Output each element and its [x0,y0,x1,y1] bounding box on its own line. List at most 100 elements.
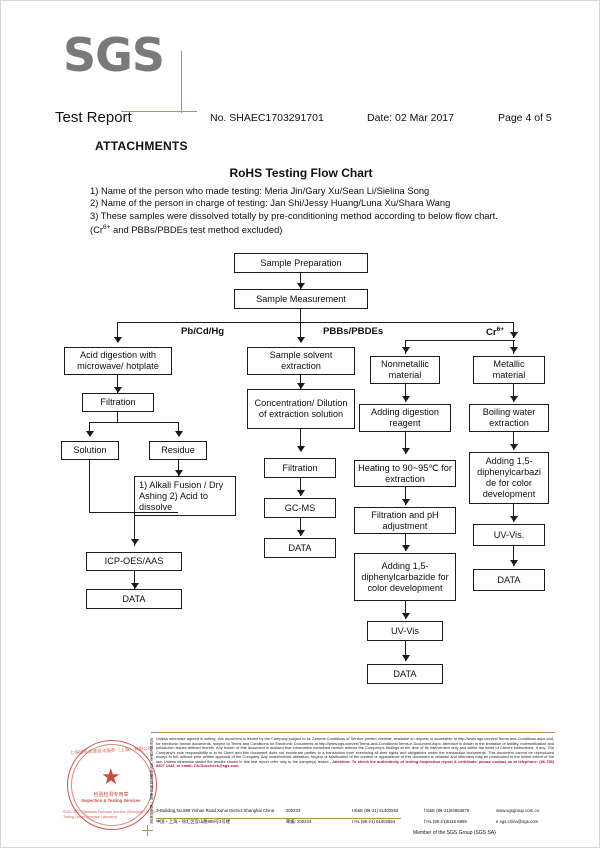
address-cn: 中国・上海・徐汇区宜山路889号3号楼 [156,819,231,824]
node-heating: Heating to 90~95℃ for extraction [354,460,456,487]
connector [117,412,119,423]
node-icp-oes-aas: ICP-OES/AAS [86,552,182,571]
address-block: 3ⁿBuilding,No.889 Yishan Road,Xuhui Dist… [156,807,556,829]
arrow [131,583,139,589]
node-adding-dpc-2: Adding 1,5-diphenylcarbazi de for color … [469,452,549,504]
connector [300,309,302,323]
node-sample-measurement: Sample Measurement [234,289,368,309]
connector [178,422,180,436]
logo-horizontal-rule [121,111,197,112]
connector [300,518,302,536]
connector [405,534,407,551]
report-header-row: Test Report No. SHAEC1703291701 Date: 02… [55,109,555,129]
arrow [510,444,518,450]
arrow [402,396,410,402]
sgs-logo-text: SGS [63,28,165,82]
vertical-note: 这份报告是本公司依据其背面印刷的一般条件签发 [150,738,154,824]
arrow [114,387,122,393]
fax-en: f E&E (86-21)64953679 [424,808,470,813]
cr6-bus [405,340,515,342]
note-3: 3) These samples were dissolved totally … [90,209,498,221]
arrow [510,516,518,522]
address-rule [156,818,401,819]
connector [513,384,515,402]
address-row-cn: 中国・上海・徐汇区宜山路889号3号楼 邮编: 200233 t HL (86-… [156,818,556,829]
email-address[interactable]: e sgs.china@sgs.com [496,819,539,824]
node-gc-ms: GC-MS [264,498,336,518]
arrow [510,332,518,338]
arrow [510,347,518,353]
node-sample-solvent-extraction: Sample solvent extraction [247,347,355,375]
attention-notice: Attention: To check the authenticity of … [156,758,554,768]
flow-chart-title: RoHS Testing Flow Chart [229,166,373,180]
arrow [297,337,305,343]
node-filtration-2: Filtration [264,458,336,478]
connector [300,322,302,342]
zip-en: 200233 [286,808,301,813]
arrow [86,431,94,437]
connector [300,375,302,389]
connector [405,384,407,402]
note-exclusion: (Cr6+ and PBBs/PBDEs test method exclude… [90,224,283,236]
report-date: Date: 02 Mar 2017 [367,112,454,124]
node-metallic-material: Metallic material [473,356,545,384]
arrow [510,560,518,566]
connector [300,478,302,496]
node-uv-vis-2: UV-Vis. [473,524,545,546]
logo-vertical-rule [181,51,182,113]
arrow [114,337,122,343]
arrow [297,446,305,452]
branch-label-cr6: Cr6+ [486,326,505,339]
connector [405,601,407,619]
address-en: 3ⁿBuilding,No.889 Yishan Road,Xuhui Dist… [156,808,275,813]
node-nonmetallic-material: Nonmetallic material [370,356,440,384]
node-filtration-ph: Filtration and pH adjustment [354,507,456,534]
star-icon: ★ [101,764,121,789]
website[interactable]: www.sgsgroup.com.cn [496,808,539,813]
connector [117,375,119,393]
note-1: 1) Name of the person who made testing: … [90,185,430,196]
connector [117,322,119,342]
fax-cn: f HL (86-21)6115 6899 [424,819,467,824]
registration-cross-mark [142,825,153,836]
stamp-inner-ring [71,744,153,826]
company-stamp: 上海通标标准技术服务（上海）有限公司 ★ 检验检测专用章 Inspection … [61,734,163,836]
connector [513,504,515,522]
connector [513,546,515,566]
page-number: Page 4 of 5 [498,112,552,124]
node-filtration-1: Filtration [82,393,154,412]
arrow [175,431,183,437]
node-adding-digestion-reagent: Adding digestion reagent [359,404,451,432]
terms-body: Unless otherwise agreed in writing, this… [156,736,554,764]
stamp-center-en: Inspection & Testing Services [81,798,141,803]
arrow [402,499,410,505]
node-residue: Residue [149,441,207,460]
branch-label-pbbs-pbdes: PBBs/PBDEs [323,326,384,337]
connector [300,429,302,451]
branch-bus [117,322,514,324]
node-uv-vis-1: UV-Vis [367,621,443,641]
arrow [297,530,305,536]
connector [134,571,136,589]
connector [300,273,302,289]
connector [513,322,515,338]
node-data-2: DATA [264,538,336,558]
connector [89,422,91,436]
connector [405,432,407,454]
arrow [510,396,518,402]
connector [89,512,178,514]
page-title: Test Report [55,109,132,126]
tel-en: t E&E (86-21) 61402553 [352,808,399,813]
stamp-center-cn: 检验检测专用章 [93,792,129,798]
node-boiling-water-extraction: Boiling water extraction [469,404,549,432]
connector [89,422,179,424]
report-number: No. SHAEC1703291701 [210,112,324,124]
connector [405,340,407,354]
node-solution: Solution [61,441,119,460]
connector [89,460,91,513]
node-acid-digestion: Acid digestion with microwave/ hotplate [64,347,172,375]
node-sample-preparation: Sample Preparation [234,253,368,273]
attachments-heading: ATTACHMENTS [95,139,188,153]
arrow [131,539,139,545]
